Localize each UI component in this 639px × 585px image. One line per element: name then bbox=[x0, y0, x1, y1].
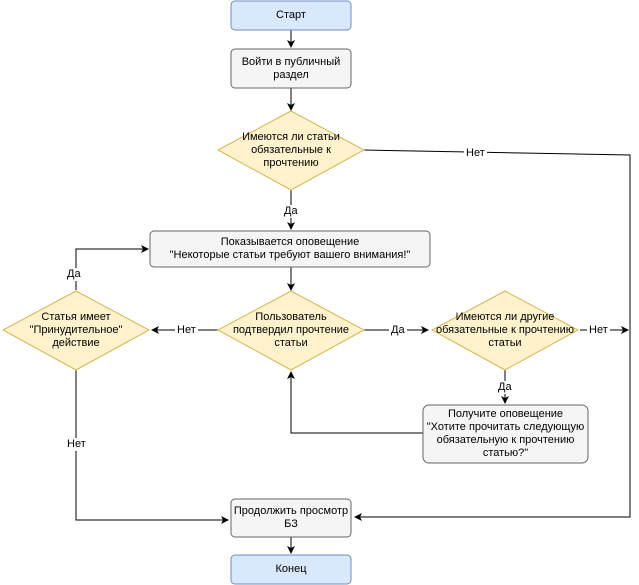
notification-process bbox=[149, 230, 431, 268]
end-label: Конец bbox=[275, 563, 307, 575]
article-forced-label: Статья имеет "Принудительное" действие bbox=[29, 311, 123, 349]
article-forced-decision bbox=[1, 290, 151, 371]
has-mandatory-decision bbox=[216, 110, 366, 191]
edge-forced-no-to-continue bbox=[75, 370, 229, 524]
edge-label-forced-no: Нет bbox=[65, 438, 88, 451]
has-mandatory-label: Имеются ли статьи обязательные к прочтен… bbox=[242, 131, 340, 169]
start-terminal bbox=[230, 0, 352, 31]
continue-browsing-process bbox=[230, 498, 352, 538]
end-terminal bbox=[230, 554, 352, 585]
user-confirmed-label: Пользователь подтвердил прочтение статьи bbox=[232, 311, 350, 349]
enter-public-label: Войти в публичный раздел bbox=[241, 55, 341, 81]
start-label: Старт bbox=[276, 9, 306, 21]
edge-label-has-yes: Да bbox=[282, 205, 300, 218]
notification-label: Показывается оповещение "Некоторые стать… bbox=[169, 236, 411, 261]
edge-forced-yes-to-notification bbox=[75, 245, 149, 290]
other-mandatory-label: Имеются ли другие обязательные к прочтен… bbox=[435, 311, 575, 349]
enter-public-process bbox=[230, 48, 352, 89]
edge-next-to-confirmed bbox=[287, 371, 423, 434]
edge-label-other-yes: Да bbox=[496, 381, 514, 394]
next-notification-label: Получите оповещение "Хотите прочитать сл… bbox=[426, 408, 585, 459]
edge-label-confirmed-no: Нет bbox=[175, 324, 198, 337]
edge-label-forced-yes: Да bbox=[65, 268, 83, 281]
continue-browsing-label: Продолжить просмотр БЗ bbox=[233, 505, 349, 530]
next-notification-process bbox=[422, 404, 589, 464]
edge-label-has-no: Нет bbox=[464, 147, 487, 160]
edge-label-confirmed-yes: Да bbox=[389, 324, 407, 337]
user-confirmed-decision bbox=[216, 290, 366, 371]
edge-has-no-to-continue bbox=[354, 149, 631, 521]
edge-label-other-no: Нет bbox=[587, 324, 610, 337]
other-mandatory-decision bbox=[430, 290, 580, 371]
